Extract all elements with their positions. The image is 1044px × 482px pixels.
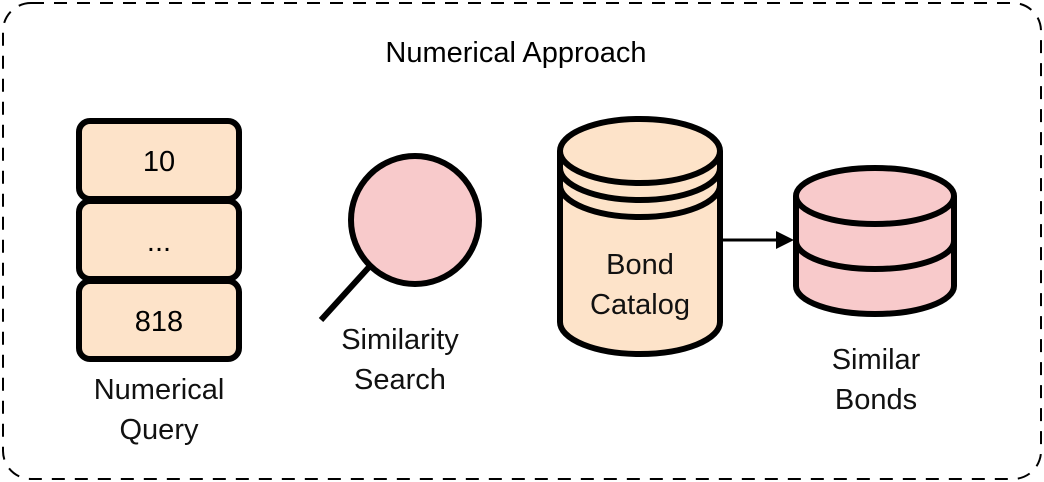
arrow-icon	[720, 231, 794, 249]
query-item-value: 10	[143, 146, 175, 178]
query-item-value: 818	[135, 306, 183, 338]
numerical-query-label-line: Query	[119, 414, 199, 446]
numerical-query-stack: 10 ... 818	[76, 118, 242, 362]
similar-bonds-database-icon	[793, 165, 957, 317]
bond-catalog-label-line: Bond	[606, 249, 674, 281]
bond-catalog-label-line: Catalog	[590, 289, 690, 321]
diagram-title: Numerical Approach	[385, 37, 646, 69]
similar-bonds-label: Similar Bonds	[776, 340, 976, 420]
similarity-search-label: Similarity Search	[300, 320, 500, 400]
similarity-search-label-line: Search	[354, 364, 446, 396]
query-item-value: ...	[147, 226, 171, 258]
similar-bonds-label-line: Bonds	[834, 384, 918, 416]
similarity-search-label-line: Similarity	[341, 324, 459, 356]
numerical-query-label-line: Numerical	[93, 374, 225, 406]
similar-bonds-label-line: Similar	[831, 344, 921, 376]
bond-catalog-label: Bond Catalog	[540, 245, 740, 325]
numerical-query-label: Numerical Query	[59, 370, 259, 450]
query-item-box-3	[76, 278, 242, 362]
bond-catalog-database-icon	[557, 116, 723, 357]
magnifier-icon	[318, 153, 482, 323]
